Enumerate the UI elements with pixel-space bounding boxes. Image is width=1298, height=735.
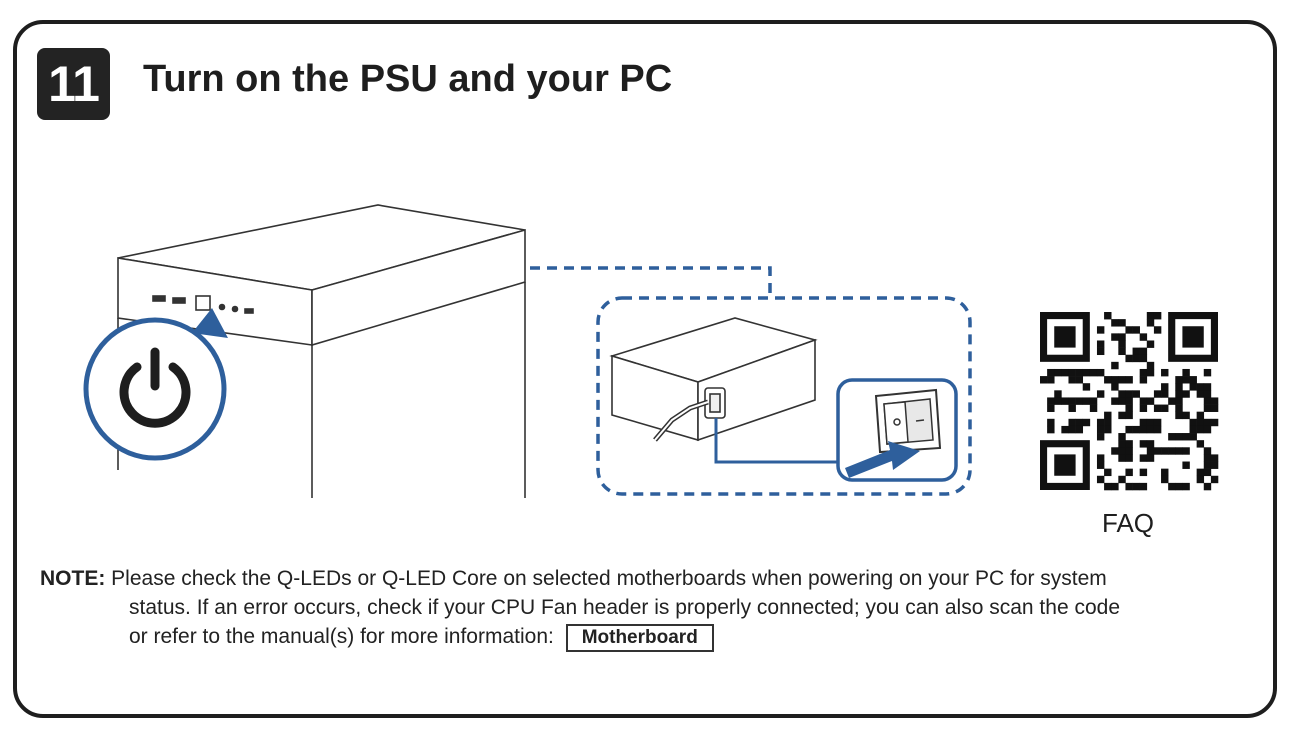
psu-illustration	[609, 317, 818, 442]
qr-caption: FAQ	[1102, 508, 1155, 538]
note-line-1: Please check the Q-LEDs or Q-LED Core on…	[111, 567, 1107, 590]
qr-code	[1040, 312, 1219, 491]
motherboard-manual-link[interactable]: Motherboard	[565, 624, 714, 652]
psu-switch-icon	[836, 378, 958, 482]
page-title: Turn on the PSU and your PC	[143, 58, 673, 100]
note-line-2: status. If an error occurs, check if you…	[129, 596, 1120, 619]
note-line-3: or refer to the manual(s) for more infor…	[129, 625, 554, 648]
note-section: NOTE: Please check the Q-LEDs or Q-LED C…	[40, 564, 1250, 652]
arrow-icon	[845, 441, 920, 478]
power-icon	[119, 347, 191, 428]
power-button-zoom	[83, 308, 228, 461]
note-label: NOTE:	[40, 567, 106, 590]
psu-zoom-box	[596, 296, 972, 496]
step-number-badge: 11	[37, 48, 110, 120]
